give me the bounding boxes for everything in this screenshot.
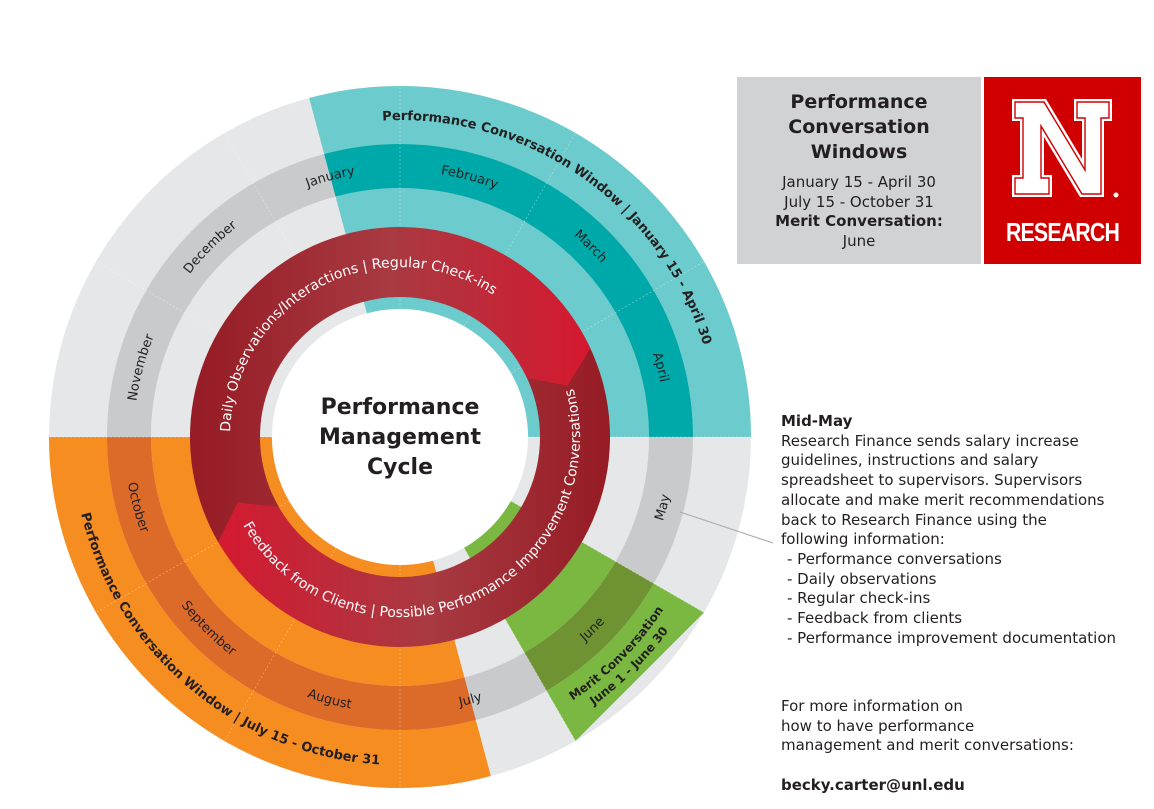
contact-email-link[interactable]: becky.carter@unl.edu bbox=[781, 776, 965, 794]
merit-outer-segment bbox=[546, 583, 704, 741]
fall-window-outer-segment bbox=[49, 437, 491, 789]
list-item: - Regular check-ins bbox=[787, 589, 931, 608]
nebraska-research-logo: RESEARCH bbox=[984, 77, 1141, 264]
panel-title-line: Windows bbox=[810, 141, 908, 163]
spring-window-outer-segment bbox=[309, 86, 751, 438]
mid-may-notes: Mid-May Research Finance sends salary in… bbox=[781, 412, 1151, 648]
month-label-july: July bbox=[457, 690, 485, 711]
more-info: For more information on how to have perf… bbox=[781, 697, 1151, 756]
panel-title-line: Conversation bbox=[788, 116, 930, 138]
registered-mark-icon bbox=[1113, 192, 1119, 198]
logo-text: RESEARCH bbox=[1005, 217, 1120, 247]
panel-dates: January 15 - April 30 July 15 - October … bbox=[737, 173, 981, 251]
center-title-line-3: Cycle bbox=[367, 455, 433, 480]
fall-window-dates: July 15 - October 31 bbox=[784, 192, 934, 211]
list-item: - Performance conversations bbox=[787, 549, 1002, 568]
notes-body: Research Finance sends salary increase g… bbox=[781, 432, 1151, 550]
panel-title: Performance Conversation Windows bbox=[737, 90, 981, 165]
n-logo-icon bbox=[1012, 99, 1119, 198]
list-item: - Daily observations bbox=[787, 569, 937, 588]
notes-line: following information: bbox=[781, 530, 945, 549]
notes-line: spreadsheet to supervisors. Supervisors bbox=[781, 471, 1083, 490]
spring-window-dates: January 15 - April 30 bbox=[782, 173, 936, 191]
more-info-line: how to have performance bbox=[781, 716, 975, 735]
notes-list: - Performance conversations - Daily obse… bbox=[781, 550, 1151, 649]
merit-month: June bbox=[842, 231, 876, 250]
month-label-may: May bbox=[652, 493, 673, 523]
feedback-arrow bbox=[209, 325, 611, 647]
fall-window-month-segment bbox=[107, 437, 476, 731]
merit-label: Merit Conversation: bbox=[775, 212, 943, 230]
conversation-windows-panel: Performance Conversation Windows January… bbox=[737, 77, 981, 264]
list-item: - Performance improvement documentation bbox=[787, 628, 1117, 647]
notes-heading: Mid-May bbox=[781, 412, 853, 430]
center-circle bbox=[272, 309, 528, 565]
merit-window-month-segment bbox=[524, 561, 654, 691]
more-info-line: management and merit conversations: bbox=[781, 736, 1074, 754]
notes-line: guidelines, instructions and salary bbox=[781, 451, 1039, 470]
daily-observations-arrow bbox=[190, 227, 591, 543]
panel-title-line: Performance bbox=[790, 91, 928, 113]
center-title-line-1: Performance bbox=[321, 395, 480, 420]
notes-line: Research Finance sends salary increase bbox=[781, 431, 1079, 450]
list-item: - Feedback from clients bbox=[787, 609, 963, 628]
notes-line: back to Research Finance using the bbox=[781, 510, 1047, 529]
notes-line: allocate and make merit recommendations bbox=[781, 490, 1105, 509]
center-title-line-2: Management bbox=[319, 425, 481, 450]
more-info-line: For more information on bbox=[781, 697, 963, 715]
spring-window-month-segment bbox=[324, 144, 693, 438]
